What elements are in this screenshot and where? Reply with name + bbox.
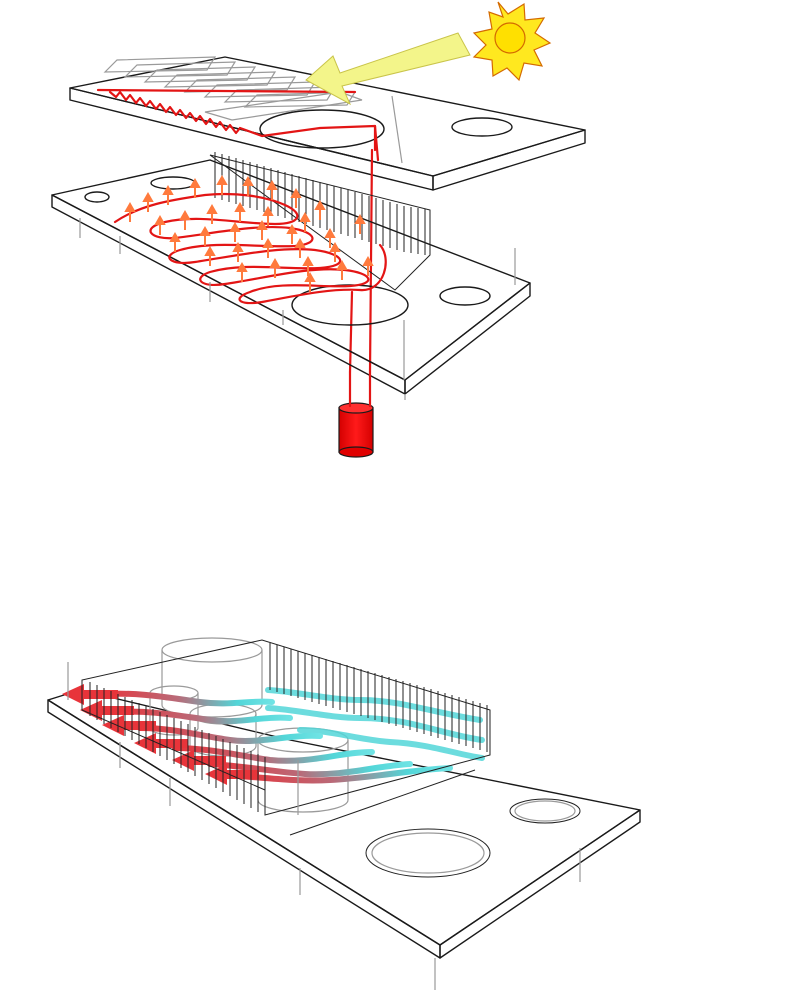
support-columns (67, 662, 581, 990)
slab-opening (371, 832, 485, 874)
hot-water-tank (338, 370, 374, 458)
roof-opening (451, 117, 513, 137)
return-riser-pipe (348, 290, 354, 374)
floor-slab (47, 689, 641, 959)
heat-rising-arrows (124, 174, 374, 292)
floor-opening (439, 286, 491, 306)
sun-icon (472, 1, 552, 82)
floor-opening (150, 176, 196, 190)
slab-opening (509, 798, 581, 824)
cool-air-streams (265, 687, 485, 761)
radiant-floor-coil (113, 192, 387, 305)
collector-pipe (96, 88, 380, 162)
slab-opening (514, 800, 576, 822)
supply-riser-pipe (368, 148, 374, 374)
floor-slab (51, 159, 531, 395)
warm-air-streams (97, 690, 453, 784)
roof-slab (69, 56, 586, 191)
vertical-fin-screen (81, 639, 491, 816)
cylindrical-volumes (149, 637, 349, 813)
support-columns (79, 218, 516, 400)
solar-heating-panel (51, 1, 586, 458)
roof-opening (259, 109, 385, 149)
slab-opening (365, 828, 491, 878)
floor-opening (84, 191, 110, 203)
cross-ventilation-panel (47, 637, 641, 990)
sun-ray-arrow (305, 32, 471, 106)
